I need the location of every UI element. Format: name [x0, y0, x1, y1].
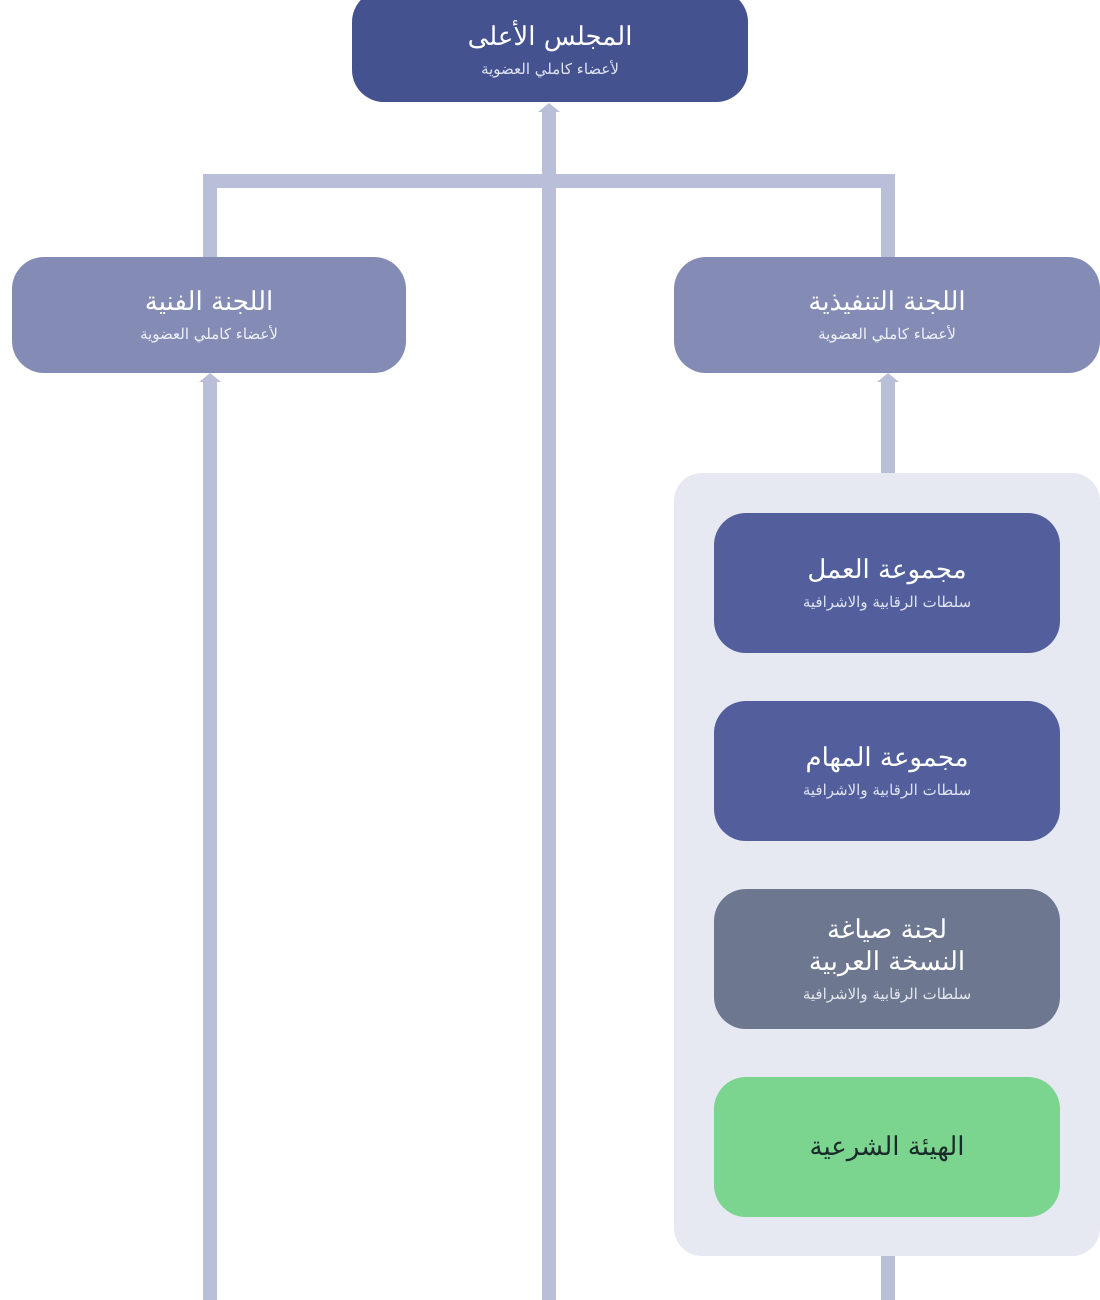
top-council-node[interactable]: المجلس الأعلى لأعضاء كاملي العضوية	[352, 0, 748, 102]
arabic-drafting-committee-subtitle: سلطات الرقابية والاشرافية	[802, 985, 972, 1003]
working-group-title: مجموعة العمل	[807, 555, 967, 585]
tasks-group-title: مجموعة المهام	[805, 743, 969, 773]
connector-to-technical	[203, 174, 217, 259]
technical-committee-title: اللجنة الفنية	[144, 287, 274, 317]
arabic-drafting-committee-title: لجنة صياغة النسخة العربية	[808, 915, 966, 977]
connector-container-bottom	[881, 1256, 895, 1300]
connector-center-vertical	[542, 112, 556, 1300]
connector-technical-feed	[203, 382, 217, 1300]
working-group-node[interactable]: مجموعة العمل سلطات الرقابية والاشرافية	[714, 513, 1060, 653]
arrowhead-technical	[199, 373, 221, 382]
connector-horizontal-bus	[203, 174, 895, 188]
working-group-subtitle: سلطات الرقابية والاشرافية	[802, 593, 972, 611]
top-council-title: المجلس الأعلى	[467, 22, 633, 52]
connector-to-executive	[881, 174, 895, 259]
technical-committee-subtitle: لأعضاء كاملي العضوية	[140, 325, 278, 343]
arrowhead-top-node	[538, 103, 560, 112]
connector-executive-feed	[881, 382, 895, 474]
top-council-subtitle: لأعضاء كاملي العضوية	[481, 60, 619, 78]
sharia-board-title: الهيئة الشرعية	[809, 1132, 965, 1162]
arabic-drafting-committee-node[interactable]: لجنة صياغة النسخة العربية سلطات الرقابية…	[714, 889, 1060, 1029]
technical-committee-node[interactable]: اللجنة الفنية لأعضاء كاملي العضوية	[12, 257, 406, 373]
tasks-group-node[interactable]: مجموعة المهام سلطات الرقابية والاشرافية	[714, 701, 1060, 841]
executive-committee-node[interactable]: اللجنة التنفيذية لأعضاء كاملي العضوية	[674, 257, 1100, 373]
sharia-board-node[interactable]: الهيئة الشرعية	[714, 1077, 1060, 1217]
executive-committee-subtitle: لأعضاء كاملي العضوية	[818, 325, 956, 343]
arrowhead-executive	[877, 373, 899, 382]
executive-committee-title: اللجنة التنفيذية	[808, 287, 966, 317]
tasks-group-subtitle: سلطات الرقابية والاشرافية	[802, 781, 972, 799]
